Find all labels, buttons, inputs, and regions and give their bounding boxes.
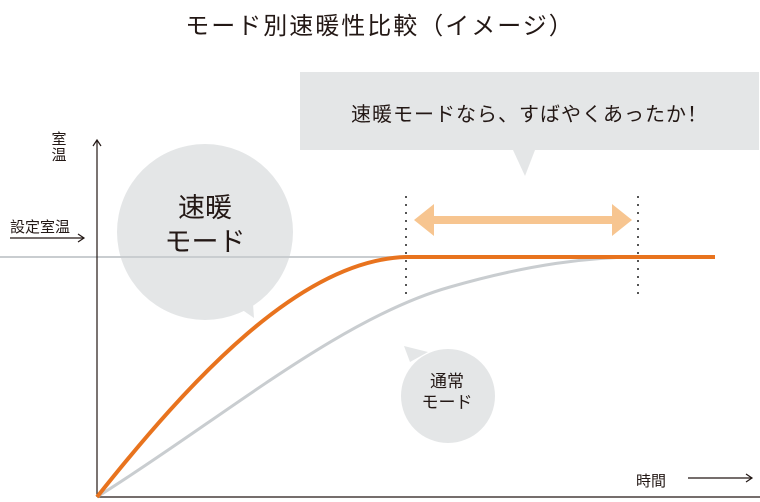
y-axis xyxy=(92,138,102,497)
fast-mode-label: 速暖 モード xyxy=(140,192,270,260)
x-axis-arrow xyxy=(688,473,754,483)
y-axis-label: 室温 xyxy=(51,130,67,164)
time-difference-arrow xyxy=(414,204,632,236)
set-temp-label: 設定室温 xyxy=(10,218,71,236)
x-axis-label: 時間 xyxy=(636,472,667,490)
normal-mode-curve xyxy=(96,255,715,499)
normal-mode-label-line2: モード xyxy=(421,393,473,413)
set-temp-arrow xyxy=(10,233,86,243)
fast-mode-curve xyxy=(95,255,715,499)
normal-mode-label-line1: 通常 xyxy=(430,372,464,392)
normal-mode-bubble xyxy=(401,346,495,443)
diagram-title: モード別速暖性比較（イメージ） xyxy=(185,12,575,40)
fast-mode-label-line1: 速暖 xyxy=(178,193,232,224)
fast-mode-bubble xyxy=(117,144,293,320)
callout-bubble xyxy=(300,72,759,176)
callout-text: 速暖モードなら、すばやくあったか！ xyxy=(351,102,708,126)
fast-mode-label-line2: モード xyxy=(164,227,246,258)
normal-mode-label: 通常 モード xyxy=(402,372,492,414)
